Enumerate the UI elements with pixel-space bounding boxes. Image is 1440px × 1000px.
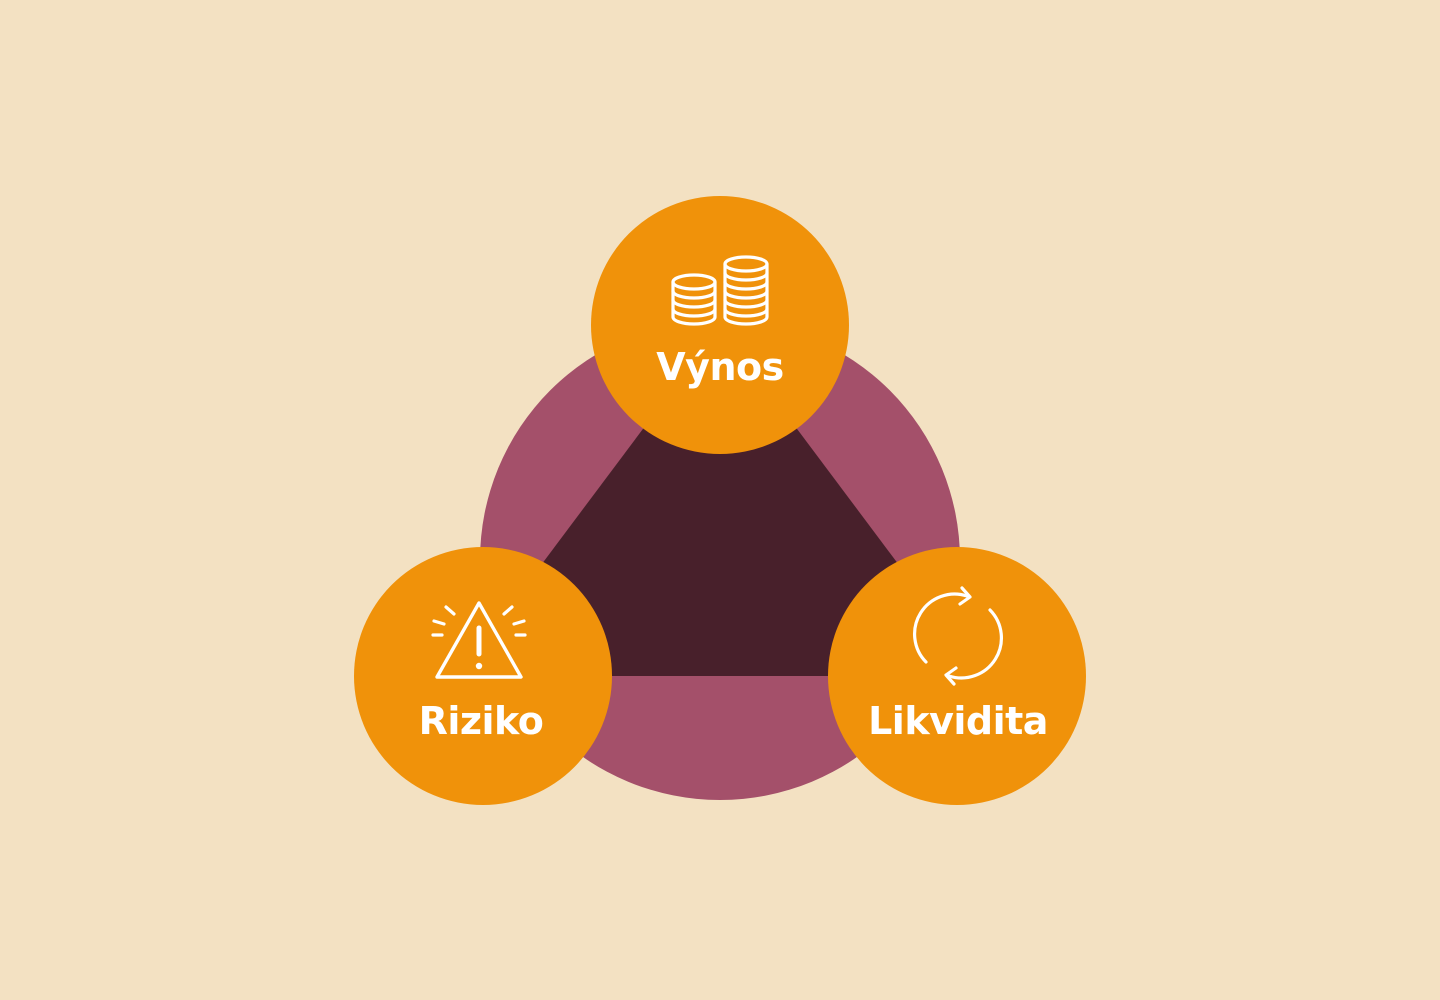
node-liquidity: Likvidita xyxy=(828,547,1086,805)
node-liquidity-circle xyxy=(828,547,1086,805)
node-yield-label: Výnos xyxy=(656,345,783,389)
refresh-cycle-icon xyxy=(912,586,1004,686)
node-risk-label: Riziko xyxy=(419,699,544,743)
coins-icon xyxy=(671,255,769,326)
node-yield: Výnos xyxy=(591,196,849,454)
warning-triangle-icon xyxy=(431,601,527,679)
node-liquidity-label: Likvidita xyxy=(868,699,1048,743)
inner-triangle xyxy=(458,326,982,676)
node-yield-circle xyxy=(591,196,849,454)
node-risk: Riziko xyxy=(354,547,612,805)
